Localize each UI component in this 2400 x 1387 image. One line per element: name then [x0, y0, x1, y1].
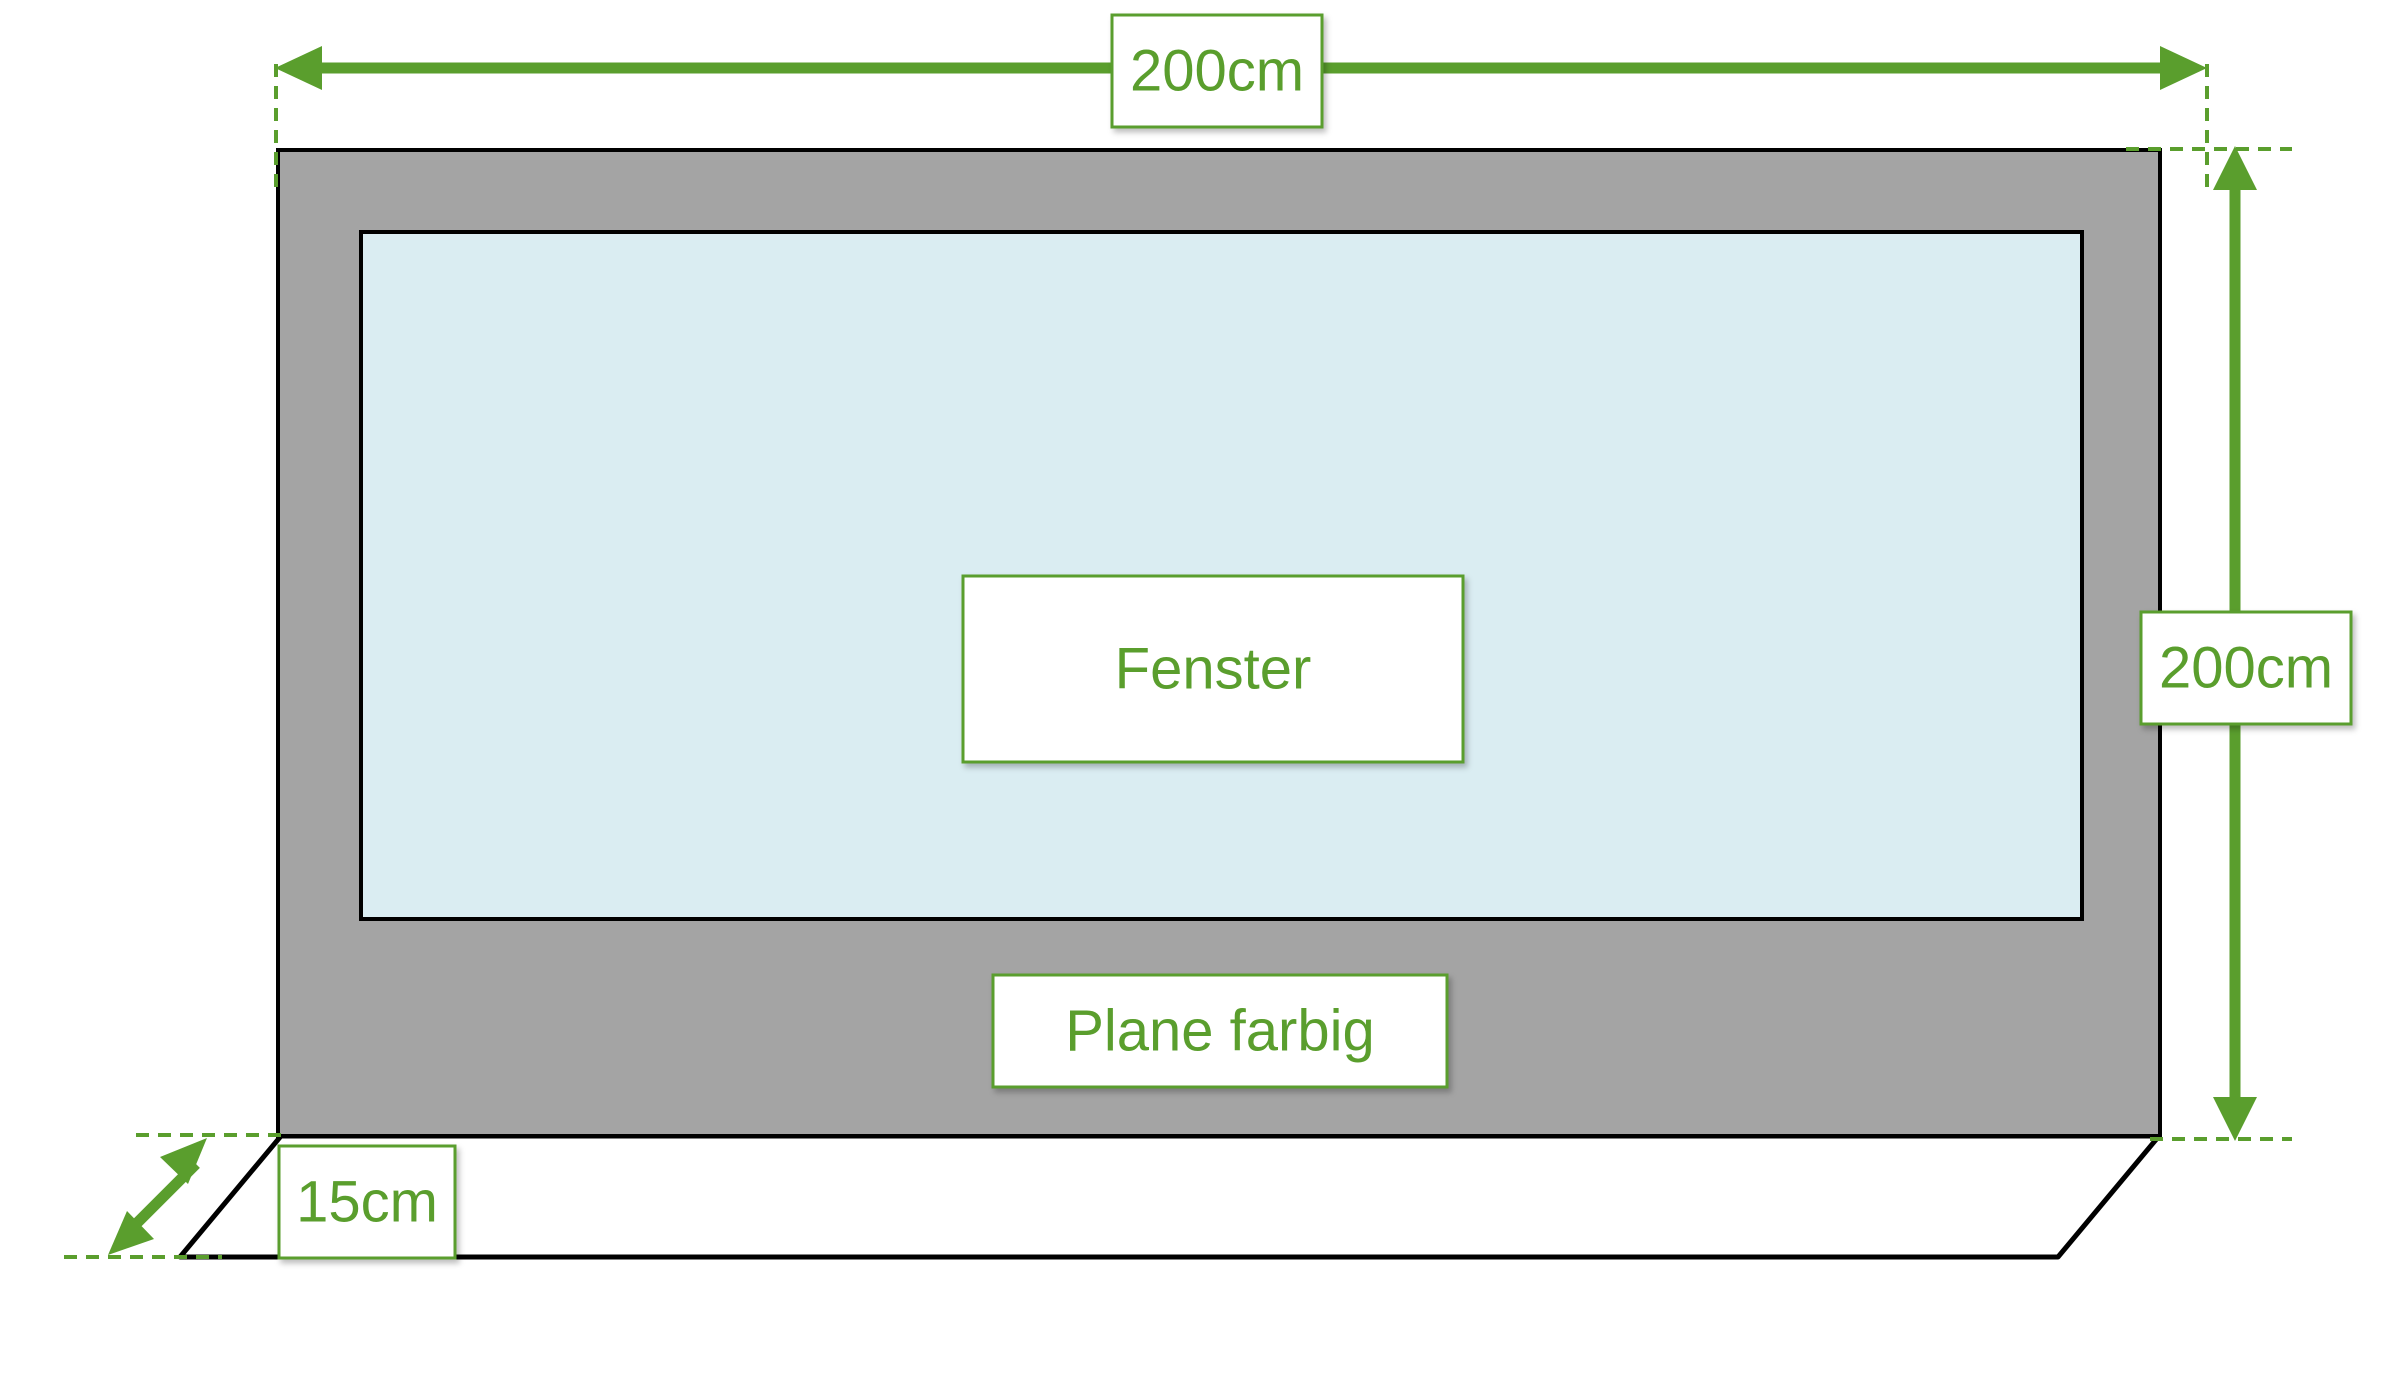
window-label: Fenster [1115, 637, 1312, 702]
depth-label: 15cm [296, 1170, 438, 1235]
window-label-box: Fenster [961, 574, 1465, 764]
arrowhead-up-icon [2213, 146, 2257, 190]
extension-lines [64, 64, 2292, 1259]
floor-base [177, 1133, 2162, 1260]
height-label-box: 200cm [2139, 610, 2353, 726]
depth-dimension-arrow [108, 1138, 207, 1255]
depth-label-box: 15cm [277, 1144, 457, 1260]
tarp-label-box: Plane farbig [991, 973, 1449, 1089]
arrowhead-down-left-icon [108, 1211, 154, 1255]
tarp-label: Plane farbig [1065, 999, 1375, 1064]
width-label-box: 200cm [1110, 13, 1324, 129]
arrowhead-left-icon [275, 46, 322, 90]
height-label: 200cm [2159, 636, 2333, 701]
arrowhead-right-icon [2160, 46, 2207, 90]
arrowhead-down-icon [2213, 1097, 2257, 1141]
width-label: 200cm [1130, 39, 1304, 104]
arrowhead-up-right-icon [160, 1138, 207, 1184]
